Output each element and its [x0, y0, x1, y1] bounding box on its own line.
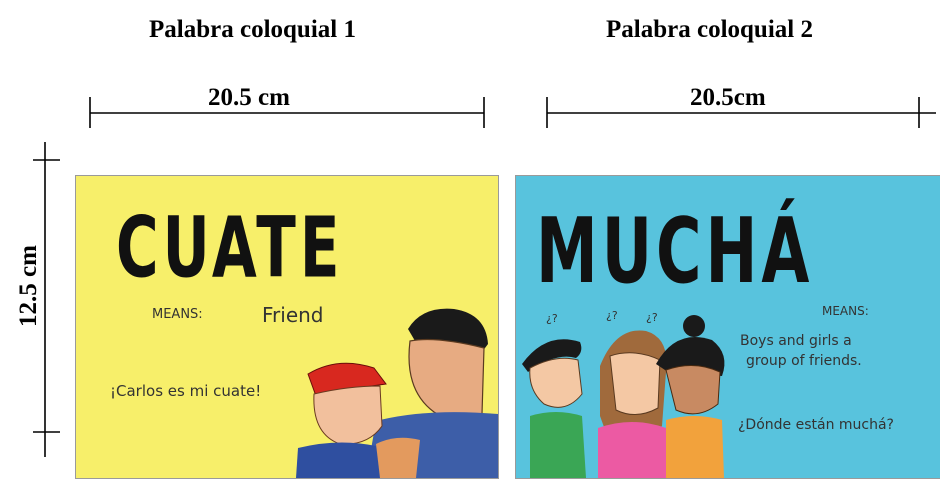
meaning-text: Friend	[262, 303, 324, 327]
man-head	[408, 338, 485, 422]
boy2-hair-bun	[683, 315, 705, 337]
boy-hair	[522, 339, 582, 372]
boy2-head	[665, 365, 721, 415]
question-marks-3: ¿?	[646, 311, 658, 324]
card-cuate: CUATE MEANS: Friend ¡Carlos es mi cuate!	[75, 175, 499, 479]
friends-illustration	[522, 315, 725, 478]
height-label: 12.5 cm	[15, 245, 42, 327]
boy-body	[530, 412, 586, 478]
means-label: MEANS:	[152, 307, 203, 322]
question-marks-2: ¿?	[606, 309, 618, 322]
card-illustration	[296, 308, 498, 478]
means-label: MEANS:	[822, 304, 869, 318]
question-marks-1: ¿?	[546, 312, 558, 325]
heading-word-1: Palabra coloquial 1	[149, 16, 356, 43]
width-label-1: 20.5 cm	[208, 84, 290, 111]
boy2-body	[666, 416, 724, 478]
boy2-hair	[656, 337, 725, 376]
width-label-2: 20.5cm	[690, 84, 766, 111]
meaning-line-2: group of friends.	[746, 353, 862, 369]
example-sentence: ¡Carlos es mi cuate!	[110, 382, 262, 400]
card-mucha: MUCHÁ MEANS: Boys and girls a group of f…	[515, 175, 940, 479]
girl-head	[609, 352, 661, 415]
boy-head	[529, 357, 583, 408]
card-word: CUATE	[116, 198, 344, 297]
meaning-line-1: Boys and girls a	[740, 333, 852, 349]
boy-body	[296, 442, 382, 478]
heading-word-2: Palabra coloquial 2	[606, 16, 813, 43]
boy-head	[313, 385, 383, 445]
man-hand	[376, 437, 420, 478]
girl-body	[598, 422, 668, 478]
card-word: MUCHÁ	[536, 198, 814, 304]
example-sentence: ¿Dónde están muchá?	[738, 417, 894, 433]
